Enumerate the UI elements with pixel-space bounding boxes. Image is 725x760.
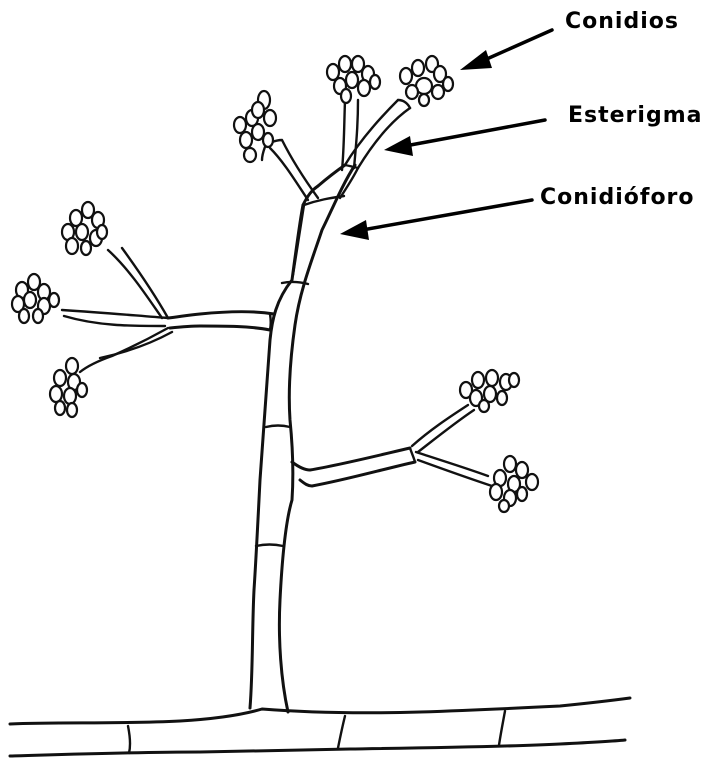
label-esterigma: Esterigma <box>568 103 702 128</box>
arrow-conidios <box>460 30 552 70</box>
arrow-conidioforo <box>340 200 532 240</box>
conidiophore-stalk <box>250 165 355 712</box>
conidia-cluster-top-center <box>327 56 380 103</box>
conidia-cluster-left-lower <box>50 358 87 417</box>
conidia-cluster-left-upper <box>62 202 107 255</box>
label-conidios: Conidios <box>565 9 679 34</box>
sterigma-top-left <box>262 140 318 200</box>
substrate-hypha <box>10 698 630 756</box>
label-conidioforo: Conidióforo <box>540 185 695 210</box>
conidia-cluster-left-middle <box>12 274 59 323</box>
arrow-esterigma <box>384 120 545 156</box>
sterigma-top-center <box>342 100 358 170</box>
conidia-cluster-top-right <box>400 56 453 106</box>
right-side-branch <box>292 405 492 486</box>
conidia-cluster-top-left <box>234 91 276 162</box>
left-side-branch <box>62 248 274 372</box>
conidia-cluster-right-lower <box>490 456 538 512</box>
